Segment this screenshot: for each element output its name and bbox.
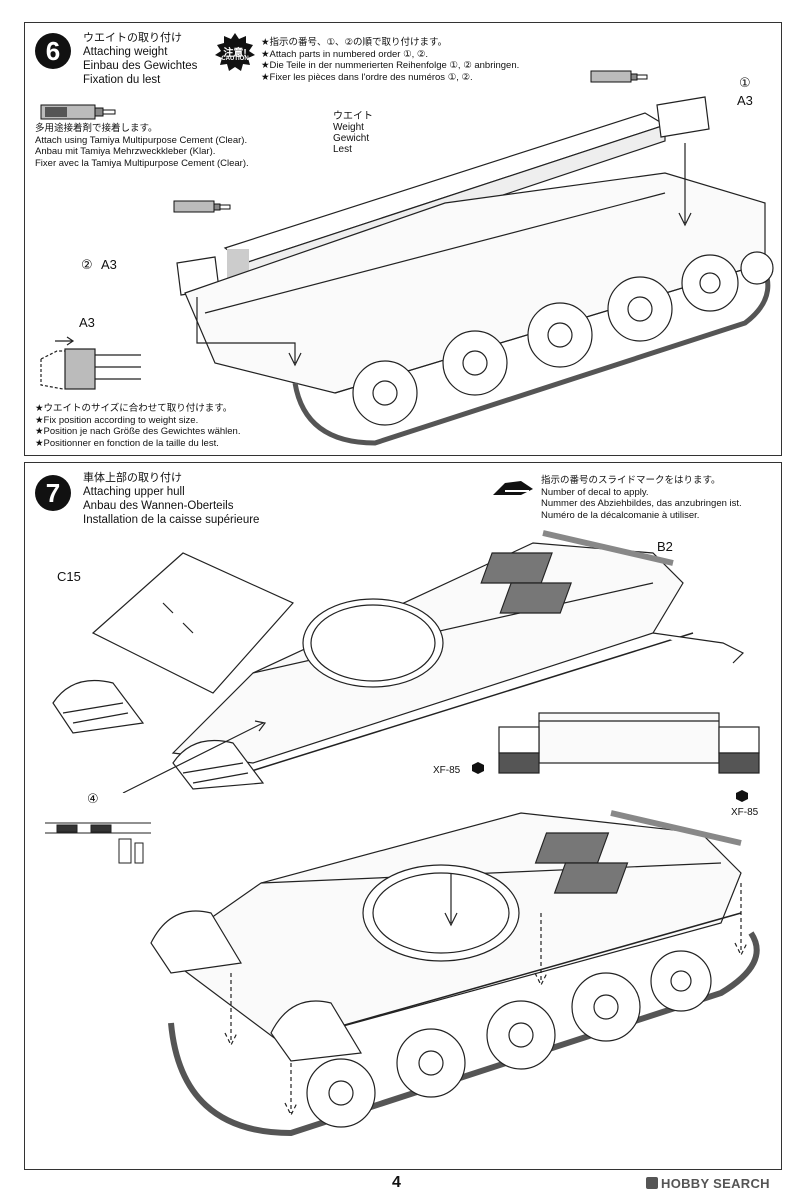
caution-icon: 注意! CAUTION <box>215 33 255 73</box>
caution-line: ★Die Teile in der nummerierten Reihenfol… <box>261 60 520 71</box>
watermark-text: HOBBY SEARCH <box>661 1176 770 1191</box>
chassis-illustration <box>176 96 774 446</box>
paint-hexagon-icon <box>736 790 748 802</box>
watermark-logo-icon <box>646 1177 658 1189</box>
cement-text: 多用途接着剤で接着します。 Attach using Tamiya Multip… <box>35 123 249 169</box>
caution-badge-en: CAUTION <box>221 56 249 62</box>
decal-detail-diagram <box>45 822 151 864</box>
part-a3-label-2: A3 <box>101 257 117 272</box>
order-2-marker: ② <box>81 257 93 272</box>
title-fr: Installation de la caisse supérieure <box>83 514 260 526</box>
part-a3-label: A3 <box>737 93 753 108</box>
decal-line: 指示の番号のスライドマークをはります。 <box>541 475 721 486</box>
title-de: Anbau des Wannen-Oberteils <box>83 500 234 512</box>
position-line: ★ウエイトのサイズに合わせて取り付けます。 <box>35 403 233 414</box>
decal-number-marker: ④ <box>87 791 99 806</box>
weight-label-jp: ウエイト <box>333 111 373 122</box>
paint-detail-diagram <box>498 712 760 774</box>
caution-badge-jp: 注意! <box>223 48 247 59</box>
weight-label-en: Weight <box>333 122 364 133</box>
title-fr: Fixation du lest <box>83 74 161 86</box>
inset-a3-diagram <box>40 336 141 390</box>
position-note: ★ウエイトのサイズに合わせて取り付けます。 ★Fix position acco… <box>35 403 240 449</box>
step-number-badge: 7 <box>35 475 71 511</box>
cement-line: Anbau mit Tamiya Mehrzweckkleber (Klar). <box>35 146 216 157</box>
caution-line: ★Fixer les pièces dans l'ordre des numér… <box>261 71 473 83</box>
cement-line: Fixer avec la Tamiya Multipurpose Cement… <box>35 157 249 169</box>
part-b2-label: B2 <box>657 539 673 554</box>
weight-label-de: Gewicht <box>333 133 370 144</box>
cement-tube-icon <box>173 200 231 213</box>
step-number-badge: 6 <box>35 33 71 69</box>
upper-hull-illustration <box>52 530 745 793</box>
paint-label-left: XF-85 <box>433 765 461 776</box>
order-1-marker: ① <box>739 75 751 90</box>
decal-text: 指示の番号のスライドマークをはります。 Number of decal to a… <box>541 475 742 521</box>
paint-hexagon-icon <box>472 762 484 774</box>
decal-line: Number of decal to apply. <box>541 486 649 498</box>
decal-line: Numéro de la décalcomanie à utiliser. <box>541 509 700 521</box>
title-en: Attaching upper hull <box>83 486 185 498</box>
position-line: ★Position je nach Größe des Gewichtes wä… <box>35 426 241 437</box>
decal-line: Nummer des Abziehbildes, das anzubringen… <box>541 498 742 509</box>
watermark: HOBBY SEARCH <box>646 1176 770 1191</box>
page-number: 4 <box>392 1174 401 1191</box>
caution-text: ★指示の番号、①、②の順で取り付けます。 ★Attach parts in nu… <box>261 37 519 83</box>
step-title: ウエイトの取り付け Attaching weight Einbau des Ge… <box>83 31 197 87</box>
title-jp: ウエイトの取り付け <box>83 32 182 44</box>
inset-a3-label: A3 <box>79 315 95 330</box>
cement-tube-icon <box>590 70 648 83</box>
step-7-panel: 7 車体上部の取り付け Attaching upper hull Anbau d… <box>24 462 782 1170</box>
step-title: 車体上部の取り付け Attaching upper hull Anbau des… <box>83 471 259 527</box>
cement-line: 多用途接着剤で接着します。 <box>35 123 158 134</box>
assembled-tank-illustration <box>150 810 760 1137</box>
position-line: ★Positionner en fonction de la taille du… <box>35 437 219 449</box>
paint-label-right: XF-85 <box>731 807 759 818</box>
cement-tube-icon <box>40 104 116 120</box>
title-jp: 車体上部の取り付け <box>83 472 182 484</box>
title-de: Einbau des Gewichtes <box>83 60 198 72</box>
cement-line: Attach using Tamiya Multipurpose Cement … <box>35 134 248 146</box>
caution-line: ★指示の番号、①、②の順で取り付けます。 <box>261 37 448 48</box>
step-6-panel: 6 ウエイトの取り付け Attaching weight Einbau des … <box>24 22 782 456</box>
decal-icon <box>493 481 533 495</box>
position-line: ★Fix position according to weight size. <box>35 414 199 426</box>
weight-label-fr: Lest <box>333 144 352 155</box>
part-c15-label: C15 <box>57 569 81 584</box>
caution-line: ★Attach parts in numbered order ①, ②. <box>261 48 429 60</box>
title-en: Attaching weight <box>83 46 168 58</box>
weight-label: ウエイト Weight Gewicht Lest <box>333 111 373 155</box>
